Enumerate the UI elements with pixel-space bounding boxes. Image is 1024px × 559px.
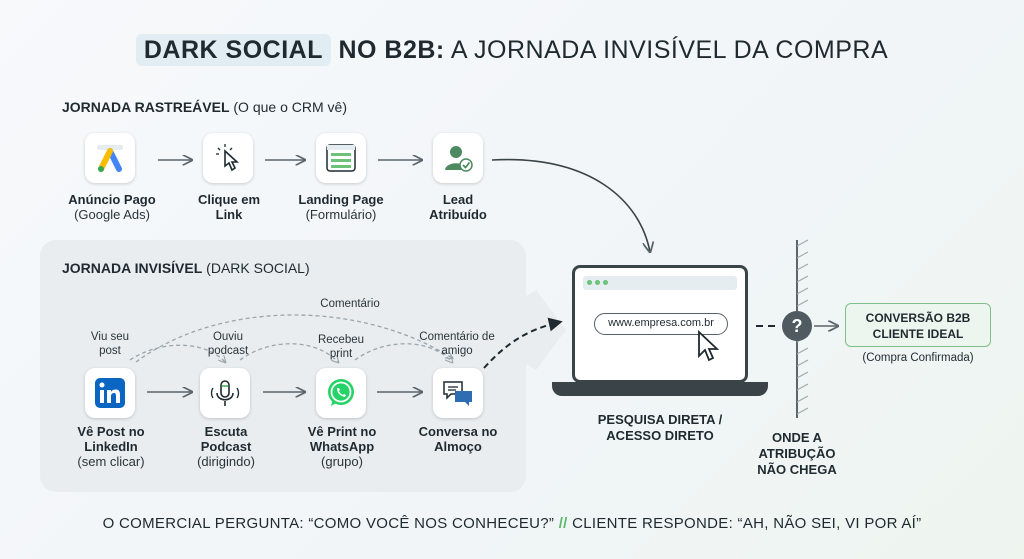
chat-bubbles-icon <box>433 368 483 418</box>
bottom-caption: O COMERCIAL PERGUNTA: “COMO VOCÊ NOS CON… <box>102 515 922 532</box>
arc-label: Comentário <box>320 298 380 310</box>
click-cursor-icon <box>203 133 253 183</box>
dark-header-bold: JORNADA INVISÍVEL <box>62 260 203 276</box>
title-highlight: DARK SOCIAL <box>135 34 331 66</box>
dark-journey-header: JORNADA INVISÍVEL (DARK SOCIAL) <box>62 260 310 276</box>
linkedin-icon <box>85 368 135 418</box>
url-bar: www.empresa.com.br <box>594 313 728 335</box>
dark-node-label: Conversa no Almoço <box>418 424 498 454</box>
whatsapp-icon <box>316 368 366 418</box>
dark-above-label: Ouviu podcast <box>207 331 249 357</box>
conversion-sub: (Compra Confirmada) <box>862 352 974 364</box>
title-rest: A JORNADA INVISÍVEL DA COMPRA <box>450 36 889 64</box>
dark-above-label: Viu seu post <box>90 331 130 357</box>
tracked-header-bold: JORNADA RASTREÁVEL <box>62 99 230 115</box>
tracked-header-rest: (O que o CRM vê) <box>233 99 347 115</box>
tracked-journey-header: JORNADA RASTREÁVEL (O que o CRM vê) <box>62 99 347 115</box>
laptop-label: PESQUISA DIRETA /ACESSO DIRETO <box>597 412 723 443</box>
laptop-base <box>552 382 768 396</box>
tracked-node-label: Anúncio Pago(Google Ads) <box>68 192 156 222</box>
question-icon: ? <box>782 311 812 341</box>
title-bold: NO B2B: <box>338 36 445 64</box>
dark-above-label: Comentário de amigo <box>419 331 495 357</box>
dark-node-label: Escuta Podcast(dirigindo) <box>197 424 255 469</box>
dark-above-label: Recebeu print <box>317 334 365 360</box>
tracked-node-label: Clique em Link <box>197 192 261 222</box>
browser-bar <box>583 276 737 290</box>
mouse-pointer-icon <box>698 330 720 362</box>
tracked-node-label: Lead Atribuído <box>429 192 487 222</box>
dark-node-label: Vê Print no WhatsApp(grupo) <box>307 424 377 469</box>
user-check-icon <box>433 133 483 183</box>
form-page-icon <box>316 133 366 183</box>
microphone-icon <box>200 368 250 418</box>
dark-social-panel <box>40 240 526 492</box>
dark-header-rest: (DARK SOCIAL) <box>206 260 310 276</box>
google-ads-icon <box>85 133 135 183</box>
tracked-node-label: Landing Page(Formulário) <box>298 192 384 222</box>
dark-node-label: Vê Post no LinkedIn(sem clicar) <box>77 424 145 469</box>
page-title: DARK SOCIAL NO B2B: A JORNADA INVISÍVEL … <box>0 34 1024 66</box>
